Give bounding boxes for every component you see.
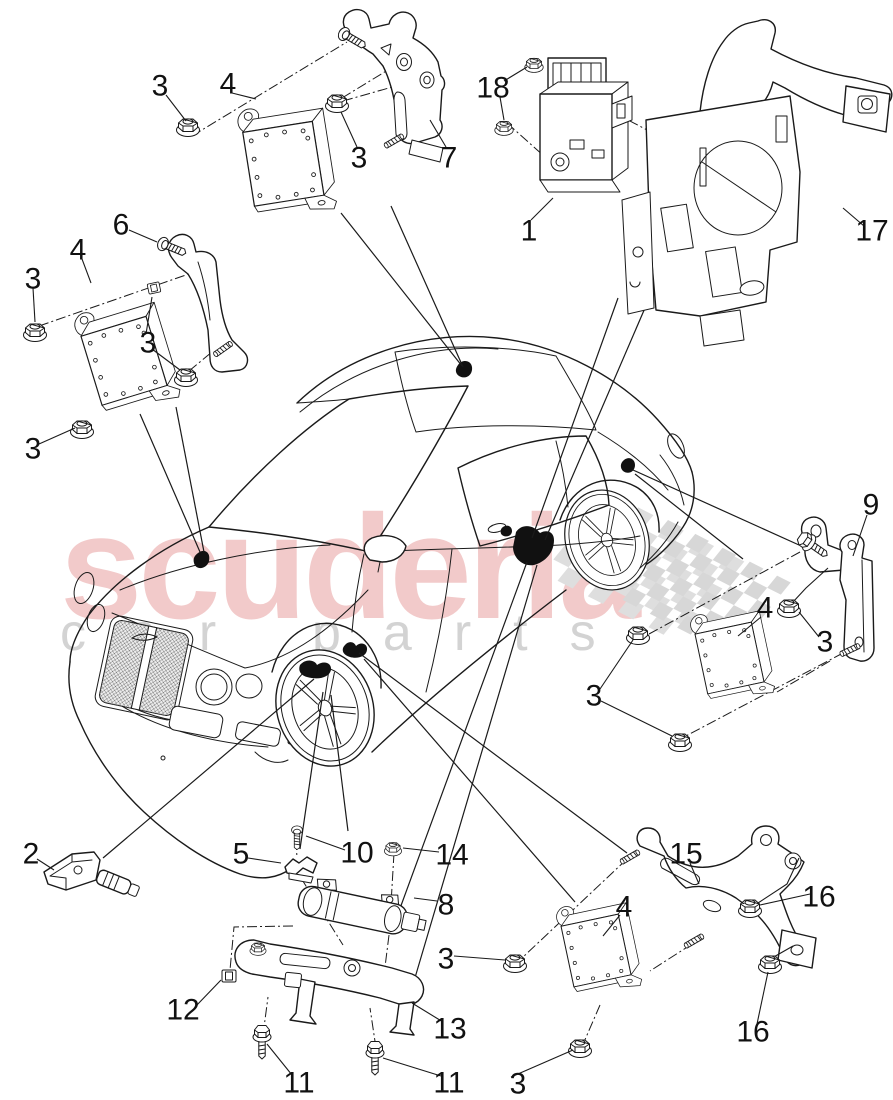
callout-11a: 11	[283, 1067, 314, 1100]
callout-4d: 4	[616, 891, 633, 924]
bracket-17	[621, 19, 893, 347]
antenna-module-8	[297, 878, 427, 935]
callout-15: 15	[669, 838, 702, 871]
callout-9: 9	[863, 489, 880, 522]
callout-4c: 4	[757, 592, 774, 625]
side-mirror	[363, 534, 407, 563]
callout-3h: 3	[438, 943, 455, 976]
callout-10: 10	[340, 837, 373, 870]
bracket-13	[234, 939, 425, 1036]
callout-4b: 4	[70, 234, 87, 267]
car-outline	[68, 335, 695, 879]
callout-3a: 3	[152, 70, 169, 103]
callout-3b: 3	[351, 142, 368, 175]
callout-18: 18	[476, 72, 509, 105]
bracket-left	[146, 233, 249, 373]
callout-3e: 3	[25, 433, 42, 466]
projection-lines	[102, 205, 800, 999]
callout-12: 12	[166, 994, 199, 1027]
bracket-9	[792, 516, 875, 662]
callout-3f: 3	[817, 626, 834, 659]
headlights	[73, 572, 263, 706]
callout-3g: 3	[586, 680, 603, 713]
tire-pressure-sensor-2	[43, 851, 140, 897]
callout-5: 5	[233, 838, 250, 871]
clamp-5	[284, 856, 318, 884]
callout-numbers: 3 4 3 7 18 1 17 6 4 3 3 3 2 9 4 3 3 5 10…	[23, 68, 889, 1100]
control-unit-1	[539, 57, 633, 193]
callout-3i: 3	[510, 1068, 527, 1100]
callout-1: 1	[521, 215, 538, 248]
callout-17: 17	[855, 215, 888, 248]
leader-lines	[32, 66, 868, 1078]
brand-emblem-icon	[131, 633, 158, 641]
grille	[94, 615, 194, 721]
callout-16b: 16	[736, 1016, 769, 1049]
callout-8: 8	[438, 889, 455, 922]
control-module-top-left	[235, 96, 340, 223]
callout-4a: 4	[220, 68, 237, 101]
callout-11b: 11	[433, 1067, 464, 1100]
callout-7: 7	[441, 142, 458, 175]
bracket-7	[335, 8, 446, 163]
square-clip-icon	[146, 281, 162, 295]
callout-13: 13	[433, 1013, 466, 1046]
bracket-15	[619, 825, 817, 969]
clip-12-icon	[221, 969, 237, 983]
callout-3c: 3	[25, 263, 42, 296]
mounting-location-markers	[193, 361, 635, 679]
callout-3d: 3	[140, 327, 157, 360]
callout-2: 2	[23, 838, 40, 871]
callout-6: 6	[113, 209, 130, 242]
callout-14: 14	[435, 839, 468, 872]
tail-lamp	[667, 433, 685, 459]
callout-16a: 16	[802, 881, 835, 914]
control-module-left	[71, 291, 184, 421]
